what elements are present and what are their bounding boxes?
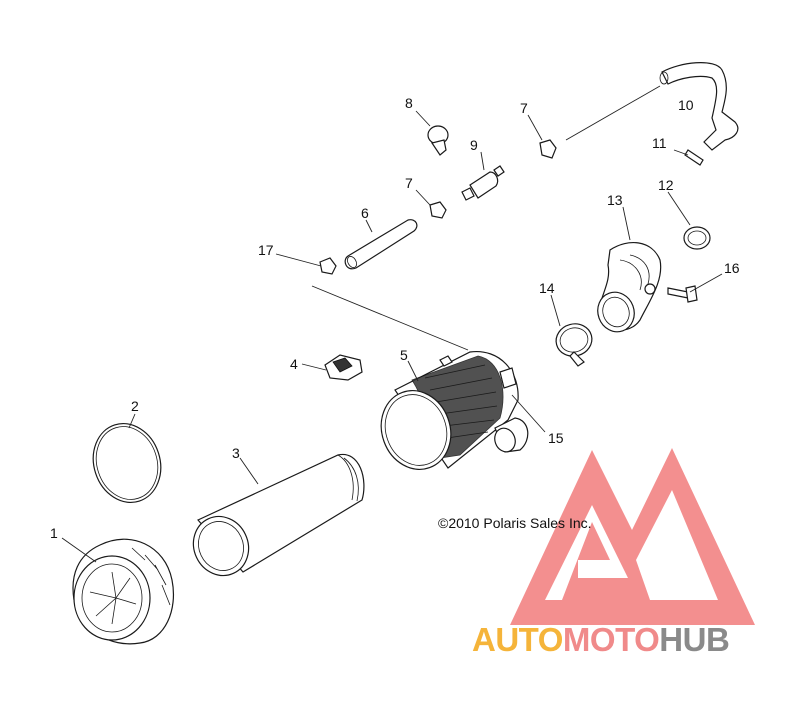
callout-12: 12 [658,177,674,193]
callout-4: 4 [290,356,298,372]
callout-2: 2 [131,398,139,414]
part-17-clamp [319,257,337,275]
part-16-stud [644,283,656,295]
callout-11: 11 [652,135,667,151]
callout-17: 17 [258,242,274,258]
callout-10: 10 [678,97,694,113]
watermark-wordmark: AUTOMOTOHUB [472,621,730,658]
part-14-clamp [555,323,593,367]
watermark-moto: MOTO [563,621,659,658]
part-10-hose [659,62,739,151]
callout-5: 5 [400,347,408,363]
part-2-seal [92,423,162,503]
watermark-auto: AUTO [472,621,563,658]
part-9-breather [461,165,505,201]
part-6-hose [344,219,418,270]
svg-text:AUTOMOTOHUB: AUTOMOTOHUB [472,621,729,658]
callout-7-upper: 7 [520,100,528,116]
part-3-filter [192,453,365,577]
callout-16: 16 [724,260,740,276]
part-1-cover [72,538,174,645]
callout-1: 1 [50,525,58,541]
part-7-clamp-upper [539,139,557,159]
callout-labels: 1 2 3 4 5 6 7 7 8 9 10 11 12 13 14 15 16… [50,95,740,541]
callout-7-lower: 7 [405,175,413,191]
watermark-hub: HUB [659,621,729,658]
part-5-airbox [380,351,529,470]
part-11-fitting [684,149,704,166]
callout-14: 14 [539,280,555,296]
part-7-clamp-lower [429,201,447,219]
leader-lines [61,85,723,563]
part-16-bolt [667,285,698,303]
callout-3: 3 [232,445,240,461]
copyright-text: ©2010 Polaris Sales Inc. [438,515,592,531]
watermark-logo-icon [510,448,755,625]
callout-13: 13 [607,192,623,208]
callout-6: 6 [361,205,369,221]
part-12-clamp [683,226,711,250]
callout-8: 8 [405,95,413,111]
callout-9: 9 [470,137,478,153]
part-13-duct [597,242,662,333]
part-4-clip [324,354,363,381]
callout-15: 15 [548,430,564,446]
part-8-clamp [427,125,449,156]
